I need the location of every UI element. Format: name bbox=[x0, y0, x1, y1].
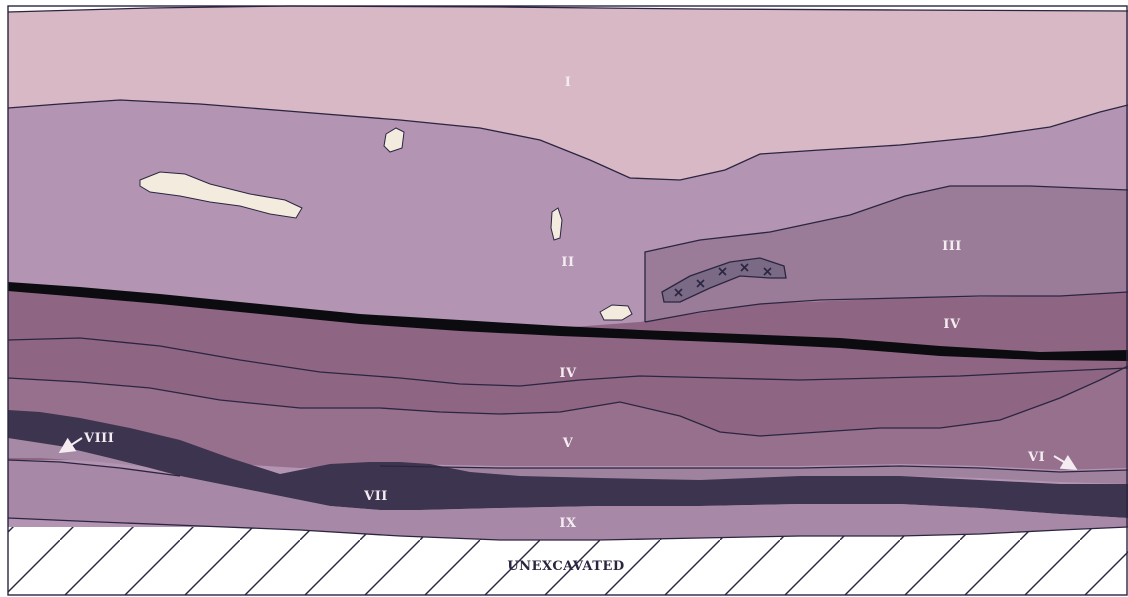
label-layer-IV-right: IV bbox=[943, 317, 961, 332]
label-layer-IV-main: IV bbox=[559, 366, 577, 381]
label-layer-I: I bbox=[565, 75, 572, 90]
label-layer-VII: VII bbox=[363, 489, 388, 504]
label-layer-V: V bbox=[562, 436, 574, 451]
label-layer-VIII: VIII bbox=[83, 431, 114, 446]
label-unexcavated: UNEXCAVATED bbox=[507, 559, 624, 574]
label-layer-VI: VI bbox=[1027, 450, 1045, 465]
label-layer-II: II bbox=[561, 255, 574, 270]
label-layer-IX: IX bbox=[559, 516, 577, 531]
label-layer-III: III bbox=[942, 239, 962, 254]
